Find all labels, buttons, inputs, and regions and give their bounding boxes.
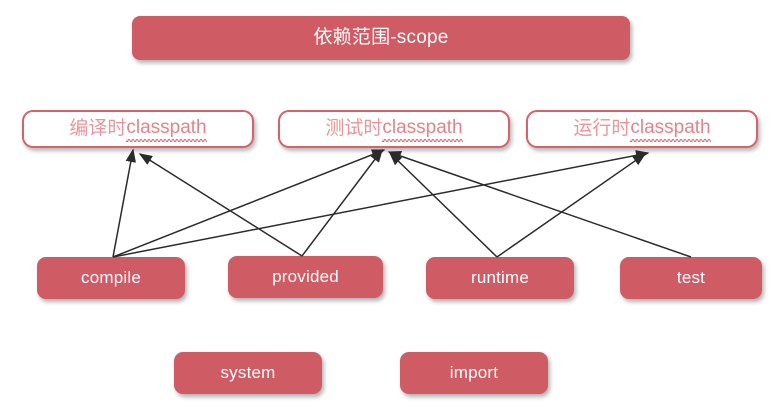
node-import-label: import [449,362,499,382]
edge-group [112,148,692,258]
edge-test-to-test-classpath [387,150,692,258]
diagram-title-box: 依赖范围-scope [132,16,630,60]
node-runtime: runtime [426,257,574,299]
node-runtime-label: runtime [470,267,530,287]
edge-compile-to-runtime-classpath [112,150,650,258]
node-test-label: test [676,267,706,287]
node-test-classpath-cjk: 测试时 [325,117,383,139]
node-compile-classpath-latin: classpath [126,117,207,142]
node-provided: provided [228,256,383,298]
node-system-label: system [220,362,276,382]
node-compile-label: compile [81,267,141,287]
edge-runtime-to-test-classpath [388,151,498,258]
node-test-classpath-latin: classpath [382,117,463,142]
node-import: import [400,352,548,394]
node-compile-classpath-cjk: 编译时 [69,117,127,139]
node-runtime-classpath-cjk: 运行时 [573,117,631,139]
diagram-title-label: 依赖范围-scope [313,26,449,48]
edge-compile-to-compile-classpath [112,148,136,258]
node-runtime-classpath-latin: classpath [630,117,711,142]
node-provided-label: provided [272,266,339,286]
node-system: system [174,352,322,394]
edge-runtime-to-runtime-classpath [496,153,647,258]
node-test: test [620,257,762,299]
edge-provided-to-test-classpath [301,148,383,257]
edge-provided-to-compile-classpath [138,153,303,257]
edge-compile-to-test-classpath [112,149,386,258]
node-compile: compile [37,257,185,299]
